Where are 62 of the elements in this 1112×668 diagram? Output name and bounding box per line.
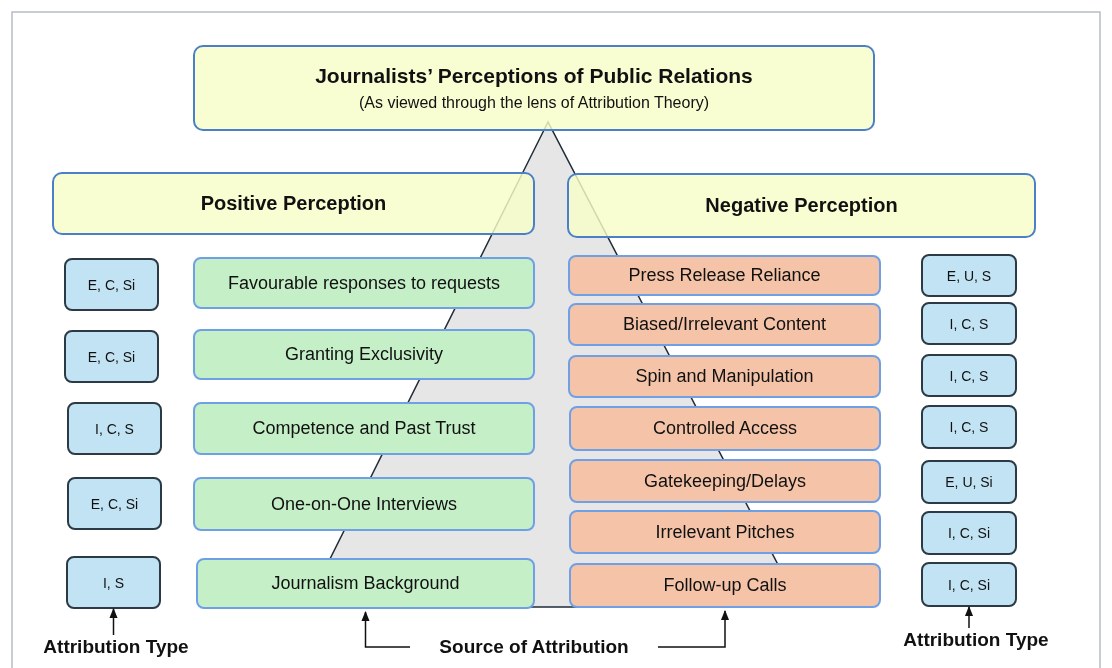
box-label: E, U, Si xyxy=(945,474,993,490)
caption: Attribution Type xyxy=(892,628,1060,652)
box-label: E, U, S xyxy=(946,267,992,284)
negative-factor-box xyxy=(569,510,881,554)
negative-factor-box xyxy=(568,255,881,296)
box-label: E, C, Si xyxy=(87,276,136,293)
attribution-code-box xyxy=(67,402,162,455)
attribution-code-box xyxy=(64,258,159,311)
caption: Attribution Type xyxy=(35,635,197,659)
attribution-code-box xyxy=(921,254,1017,297)
heading-box xyxy=(567,173,1036,238)
negative-factor-box xyxy=(568,355,881,398)
attribution-code-box xyxy=(66,556,161,609)
box-label: I, C, S xyxy=(949,367,989,384)
arrow xyxy=(657,609,730,648)
attribution-code-box xyxy=(64,330,159,383)
positive-factor-box xyxy=(193,257,535,309)
attribution-code-box xyxy=(921,460,1017,504)
arrow xyxy=(964,605,974,629)
positive-factor-box xyxy=(193,402,535,455)
heading-label: Journalists’ Perceptions of Public Relations xyxy=(315,64,753,88)
box-label: Competence and Past Trust xyxy=(252,418,476,439)
box-label: Negative Perception xyxy=(705,194,898,217)
box-label: One-on-One Interviews xyxy=(270,493,458,515)
negative-factor-box xyxy=(569,406,881,451)
positive-factor-box xyxy=(193,477,535,531)
heading-box xyxy=(193,45,875,131)
box-label: Granting Exclusivity xyxy=(284,344,444,365)
box-label: Spin and Manipulation xyxy=(635,366,814,387)
box-label: Follow-up Calls xyxy=(663,575,787,596)
attribution-code-box xyxy=(921,562,1017,607)
attribution-code-box xyxy=(67,477,162,530)
box-label: I, C, Si xyxy=(948,525,990,541)
box-label: Journalism Background xyxy=(271,573,460,594)
box-label: Biased/Irrelevant Content xyxy=(622,314,827,335)
arrow xyxy=(361,610,411,648)
box-label: I, C, S xyxy=(949,419,989,435)
attribution-code-box xyxy=(921,354,1017,397)
box-label: Gatekeeping/Delays xyxy=(643,470,807,492)
arrow xyxy=(109,607,118,636)
negative-factor-box xyxy=(568,303,881,346)
box-label: Favourable responses to requests xyxy=(227,272,501,294)
attribution-code-box xyxy=(921,302,1017,345)
box-label: I, C, S xyxy=(95,420,134,437)
negative-factor-box xyxy=(569,563,881,608)
positive-factor-box xyxy=(193,329,535,380)
box-label: Positive Perception xyxy=(200,192,387,215)
box-label: Irrelevant Pitches xyxy=(655,521,795,543)
box-label: E, C, Si xyxy=(90,495,139,512)
box-label: I, C, Si xyxy=(948,576,990,593)
heading-box xyxy=(52,172,535,235)
attribution-code-box xyxy=(921,405,1017,449)
subheading-label: (As viewed through the lens of Attribution Theory) xyxy=(358,94,710,112)
box-label: I, S xyxy=(103,574,124,591)
positive-factor-box xyxy=(196,558,535,609)
box-label: Controlled Access xyxy=(652,418,798,439)
box-label: E, C, Si xyxy=(87,348,136,365)
caption: Source of Attribution xyxy=(416,634,652,660)
attribution-code-box xyxy=(921,511,1017,555)
box-label: I, C, S xyxy=(949,315,989,332)
box-label: Press Release Reliance xyxy=(628,265,821,286)
negative-factor-box xyxy=(569,459,881,503)
